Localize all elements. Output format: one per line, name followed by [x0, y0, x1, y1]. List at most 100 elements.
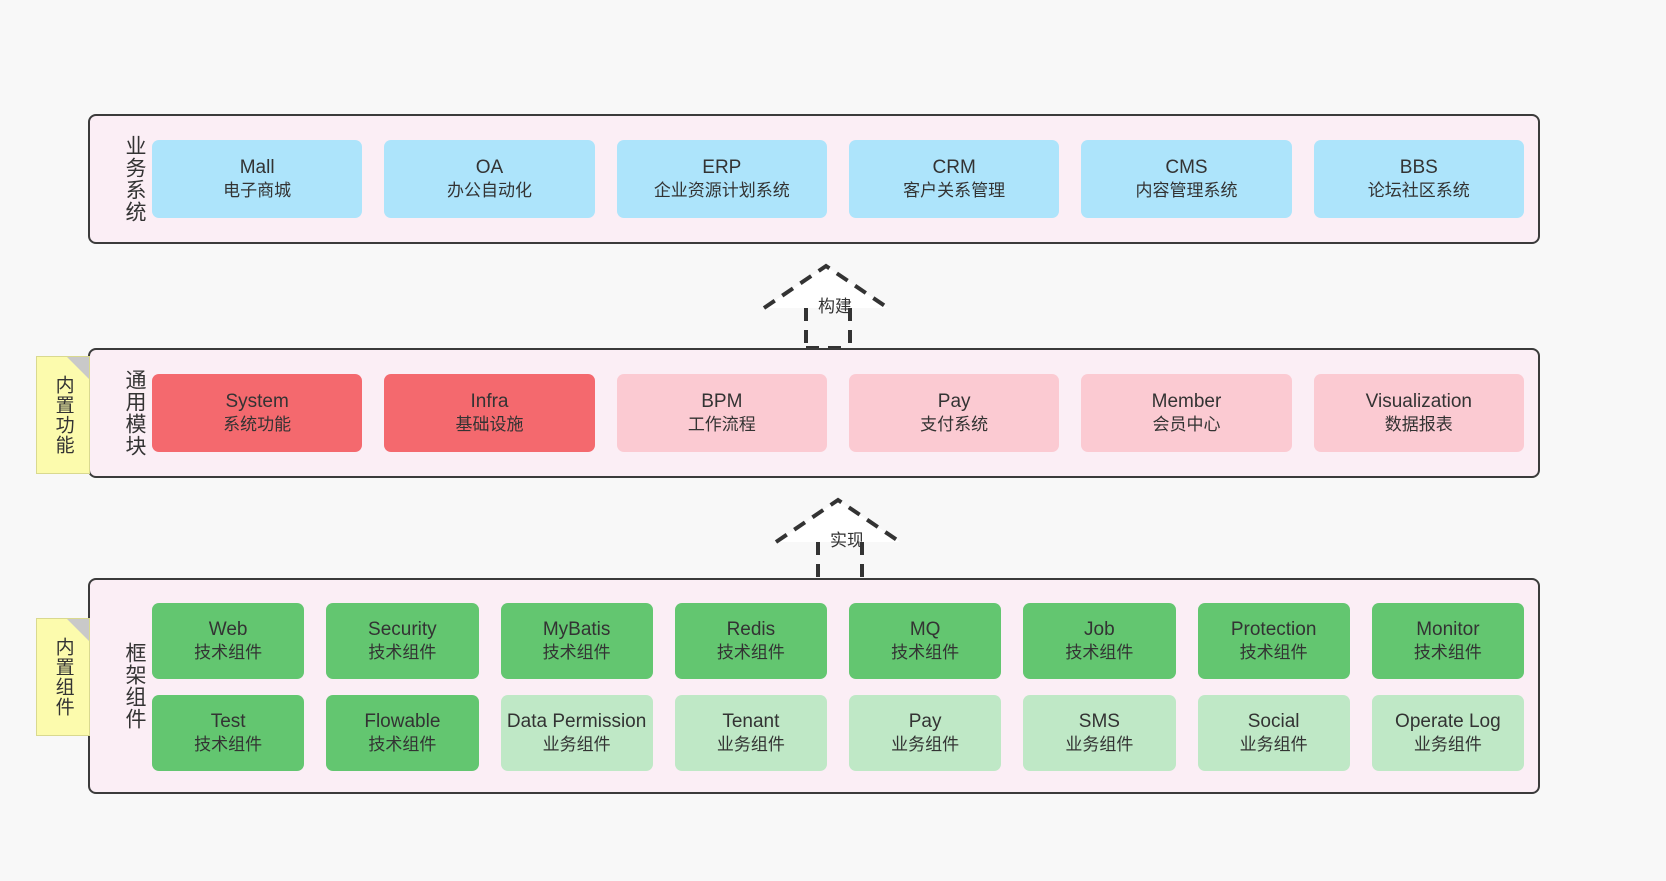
framework-business-box[interactable]: Test 技术组件	[152, 695, 305, 771]
framework-technical-box-name: Security	[368, 618, 437, 640]
common-module-box[interactable]: Pay 支付系统	[848, 374, 1060, 452]
common-module-box[interactable]: BPM 工作流程	[616, 374, 827, 452]
common-module-box-desc: 基础设施	[455, 415, 524, 435]
framework-technical-box-desc: 技术组件	[891, 643, 960, 663]
business-system-box-name: Mall	[239, 156, 275, 178]
framework-technical-box-name: MyBatis	[542, 618, 611, 640]
note-builtin-component-label: 内置组件	[52, 637, 74, 717]
common-module-box[interactable]: System 系统功能	[152, 374, 363, 452]
framework-business-box[interactable]: Pay 业务组件	[849, 695, 1002, 771]
layer-title-framework: 框架组件	[123, 642, 146, 730]
framework-business-box-name: Data Permission	[506, 710, 647, 732]
framework-business-box-desc: 业务组件	[1239, 735, 1308, 755]
connector-implement-label: 实现	[830, 531, 864, 550]
framework-business-box-desc: 业务组件	[891, 735, 960, 755]
business-system-box-name: OA	[475, 156, 504, 178]
note-builtin-feature-label: 内置功能	[52, 375, 74, 455]
framework-technical-box-desc: 技术组件	[368, 643, 437, 663]
business-system-box-name: CMS	[1165, 156, 1208, 178]
framework-business-box-desc: 技术组件	[368, 735, 437, 755]
common-module-box-desc: 支付系统	[920, 415, 989, 435]
common-module-box-desc: 会员中心	[1152, 415, 1221, 435]
framework-technical-box[interactable]: MyBatis 技术组件	[500, 603, 653, 679]
framework-technical-box[interactable]: Security 技术组件	[326, 603, 479, 679]
connector-build-label: 构建	[818, 297, 852, 316]
framework-technical-box[interactable]: Job 技术组件	[1023, 603, 1176, 679]
common-module-box[interactable]: Infra 基础设施	[384, 374, 595, 452]
framework-business-box[interactable]: Flowable 技术组件	[326, 695, 479, 771]
common-module-box[interactable]: Visualization 数据报表	[1313, 374, 1524, 452]
common-module-box-name: BPM	[701, 390, 743, 412]
common-module-box-name: Visualization	[1365, 390, 1472, 412]
business-system-box-desc: 企业资源计划系统	[653, 181, 790, 201]
framework-business-box[interactable]: Social 业务组件	[1197, 695, 1350, 771]
framework-business-box-desc: 业务组件	[542, 735, 611, 755]
note-fold-corner-icon	[67, 357, 89, 379]
connector-build: 构建	[760, 262, 900, 350]
business-system-box-name: CRM	[932, 156, 976, 178]
business-system-box-desc: 论坛社区系统	[1367, 181, 1470, 201]
framework-technical-box-name: Job	[1084, 618, 1115, 640]
framework-technical-box[interactable]: Web 技术组件	[152, 603, 305, 679]
framework-technical-box-desc: 技术组件	[716, 643, 785, 663]
common-module-box-name: Infra	[470, 390, 509, 412]
framework-technical-box-name: Redis	[726, 618, 776, 640]
layer-title-common: 通用模块	[123, 369, 146, 457]
framework-technical-box-name: MQ	[909, 618, 941, 640]
business-system-box-name: BBS	[1399, 156, 1438, 178]
framework-business-box-desc: 技术组件	[194, 735, 263, 755]
framework-business-box-name: Test	[210, 710, 246, 732]
framework-technical-box[interactable]: Protection 技术组件	[1197, 603, 1350, 679]
framework-technical-box-desc: 技术组件	[542, 643, 611, 663]
framework-business-box-name: SMS	[1078, 710, 1120, 732]
business-system-box-desc: 客户关系管理	[903, 181, 1006, 201]
framework-business-box-name: Operate Log	[1395, 710, 1501, 732]
connector-implement: 实现	[772, 496, 912, 584]
common-module-box-name: Pay	[937, 390, 971, 412]
common-module-box-name: System	[225, 390, 289, 412]
business-system-box-desc: 办公自动化	[446, 181, 532, 201]
framework-business-box-desc: 业务组件	[716, 735, 785, 755]
framework-technical-box[interactable]: Redis 技术组件	[674, 603, 827, 679]
framework-technical-box-name: Web	[208, 618, 248, 640]
framework-technical-box-desc: 技术组件	[1239, 643, 1308, 663]
business-system-box-desc: 电子商城	[223, 181, 292, 201]
framework-business-box-name: Social	[1247, 710, 1300, 732]
layer-common-module: 通用模块 System 系统功能 Infra 基础设施 BPM 工作流程 Pay 支付系统 Me…	[88, 348, 1540, 478]
note-builtin-component: 内置组件	[36, 618, 90, 736]
framework-business-box-name: Flowable	[364, 710, 441, 732]
note-builtin-feature: 内置功能	[36, 356, 90, 474]
common-module-box-desc: 系统功能	[223, 415, 292, 435]
framework-technical-box-name: Protection	[1230, 618, 1317, 640]
common-module-box-desc: 数据报表	[1384, 415, 1453, 435]
common-module-box-desc: 工作流程	[687, 415, 756, 435]
business-system-box[interactable]: OA 办公自动化	[384, 140, 595, 218]
business-system-box[interactable]: Mall 电子商城	[152, 140, 363, 218]
framework-technical-box-desc: 技术组件	[1065, 643, 1134, 663]
framework-business-box[interactable]: Tenant 业务组件	[674, 695, 827, 771]
framework-business-box-name: Tenant	[722, 710, 780, 732]
note-fold-corner-icon	[67, 619, 89, 641]
framework-technical-box[interactable]: MQ 技术组件	[849, 603, 1002, 679]
framework-technical-box-desc: 技术组件	[194, 643, 263, 663]
business-system-box[interactable]: BBS 论坛社区系统	[1313, 140, 1524, 218]
framework-business-box-name: Pay	[908, 710, 942, 732]
business-system-box[interactable]: CRM 客户关系管理	[848, 140, 1060, 218]
framework-business-box[interactable]: Data Permission 业务组件	[500, 695, 653, 771]
